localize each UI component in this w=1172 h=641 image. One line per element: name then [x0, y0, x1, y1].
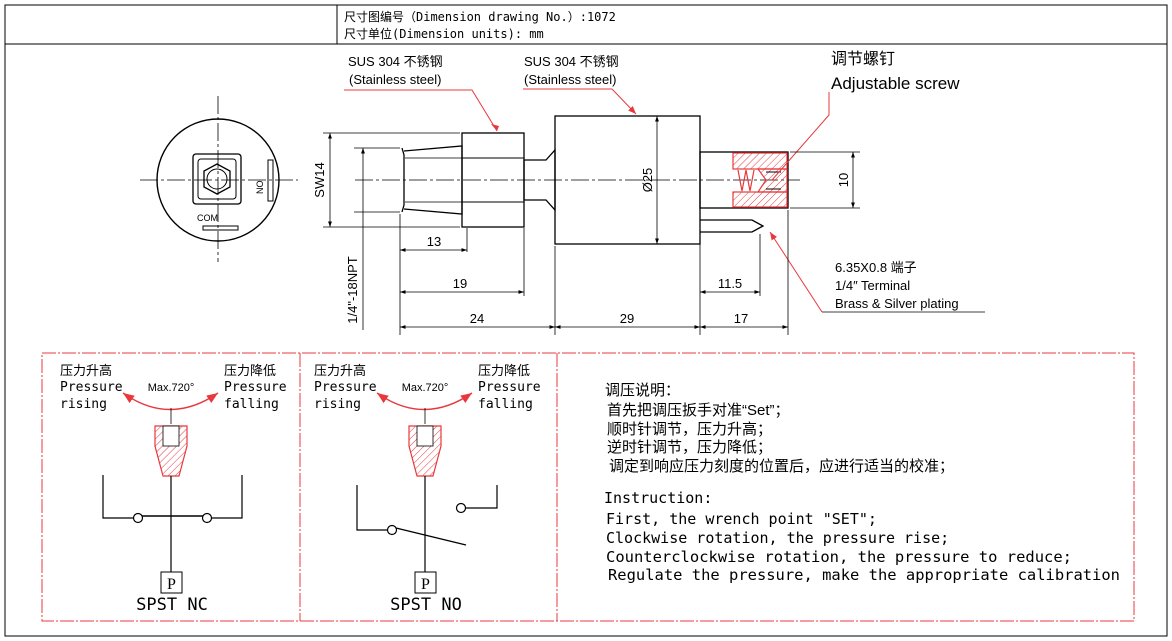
material-left-cn: SUS 304 不锈钢	[348, 54, 443, 69]
instr-cn-title: 调压说明：	[605, 382, 680, 399]
adjustable-screw-section	[732, 152, 788, 208]
no-label: NO	[255, 181, 265, 195]
no-rise-en2: rising	[314, 397, 361, 412]
nc-fall-cn: 压力降低	[224, 363, 276, 378]
dim-dia25: Ø25	[640, 168, 655, 193]
header-units: 尺寸单位(Dimension units): mm	[344, 26, 544, 41]
dim-10: 10	[836, 173, 851, 187]
material-leaders	[344, 88, 830, 313]
switch-no	[356, 392, 498, 594]
header-drawing-no: 尺寸图编号（Dimension drawing No.）:1072	[344, 9, 616, 24]
nc-fall-en1: Pressure	[224, 380, 287, 395]
no-max-angle: Max.720°	[402, 382, 449, 394]
dimension-lines	[323, 115, 860, 335]
terminal-line3: Brass & Silver plating	[835, 296, 959, 311]
no-name: SPST NO	[390, 595, 462, 615]
nc-name: SPST NC	[136, 595, 208, 615]
screw-en: Adjustable screw	[831, 74, 960, 93]
nc-rise-en2: rising	[60, 397, 107, 412]
outer-frame	[4, 4, 1168, 637]
instr-en-title: Instruction:	[604, 489, 712, 507]
no-fall-en2: falling	[478, 397, 533, 412]
instr-en-2: Clockwise rotation, the pressure rise;	[606, 529, 949, 547]
dim-thread: 1/4"-18NPT	[345, 256, 360, 324]
front-view: NO COM	[140, 96, 298, 262]
material-right-cn: SUS 304 不锈钢	[524, 54, 619, 69]
instr-en-3: Counterclockwise rotation, the pressure …	[606, 548, 1072, 566]
dim-17: 17	[734, 311, 748, 326]
dim-24: 24	[470, 311, 484, 326]
nc-fall-en2: falling	[224, 397, 279, 412]
no-fall-en1: Pressure	[478, 380, 541, 395]
material-right-en: (Stainless steel)	[524, 72, 616, 87]
instr-cn-1: 首先把调压扳手对准“Set”；	[607, 402, 790, 419]
nc-max-angle: Max.720°	[148, 382, 195, 394]
material-left-en: (Stainless steel)	[349, 72, 441, 87]
instr-cn-2: 顺时针调节，压力升高；	[607, 421, 772, 438]
instr-en-4: Regulate the pressure, make the appropri…	[608, 566, 1120, 584]
dim-13: 13	[427, 234, 441, 249]
instructions: 调压说明： 首先把调压扳手对准“Set”； 顺时针调节，压力升高； 逆时针调节，…	[604, 382, 1120, 584]
instr-en-1: First, the wrench point "SET";	[606, 510, 877, 528]
no-fall-cn: 压力降低	[478, 363, 530, 378]
instr-cn-4: 调定到响应压力刻度的位置后，应进行适当的校准；	[609, 457, 954, 475]
terminal-line1: 6.35X0.8 端子	[835, 260, 917, 275]
dim-sw14: SW14	[312, 162, 327, 197]
screw-cn: 调节螺钉	[831, 50, 895, 68]
com-label: COM	[197, 213, 218, 223]
no-p-label: P	[421, 576, 430, 593]
dim-11-5: 11.5	[718, 276, 742, 291]
switch-nc	[102, 392, 243, 594]
dim-29: 29	[620, 311, 634, 326]
terminal-line2: 1/4″ Terminal	[835, 278, 910, 293]
bottom-frames	[41, 352, 1135, 622]
nc-rise-cn: 压力升高	[60, 363, 112, 378]
instr-cn-3: 逆时针调节，压力降低；	[607, 439, 772, 456]
nc-rise-en1: Pressure	[60, 380, 123, 395]
no-rise-cn: 压力升高	[314, 363, 366, 378]
dim-19: 19	[453, 276, 467, 291]
side-view	[355, 115, 800, 245]
nc-p-label: P	[167, 576, 176, 593]
no-rise-en1: Pressure	[314, 380, 377, 395]
